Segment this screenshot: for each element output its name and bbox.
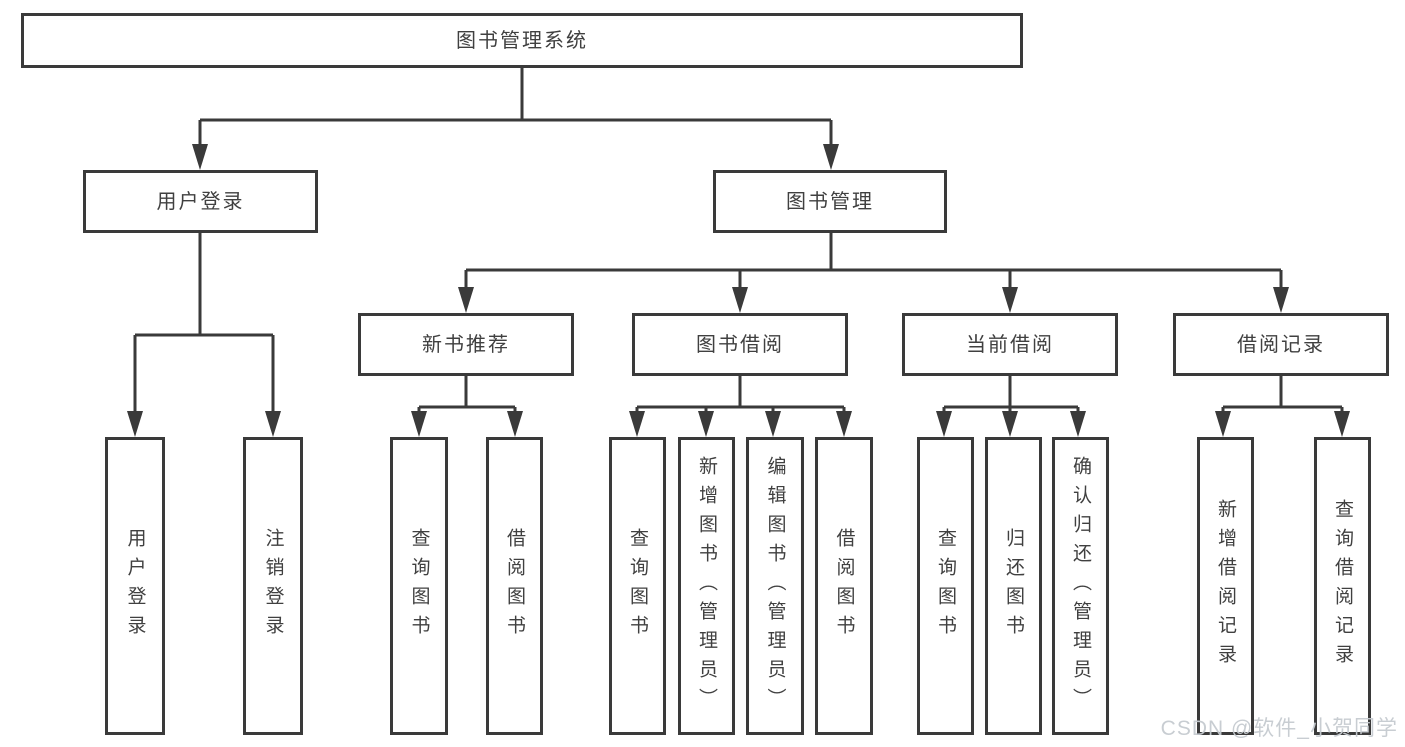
leaf-borrow-books-2: 借阅图书 [815,437,873,735]
leaf-add-borrow-record-label: 新增借阅记录 [1215,499,1236,673]
arrowhead [765,411,781,437]
node-current-borrow: 当前借阅 [902,313,1118,376]
arrowhead [1002,411,1018,437]
leaf-query-books-2-label: 查询图书 [627,528,648,644]
leaf-borrow-books-2-label: 借阅图书 [833,528,855,644]
arrowhead [127,411,143,437]
leaf-confirm-return-admin: 确认归还（管理员） [1052,437,1109,735]
node-current-borrow-label: 当前借阅 [966,333,1054,356]
leaf-query-borrow-record: 查询借阅记录 [1314,437,1371,735]
node-book-borrow-label: 图书借阅 [696,333,784,356]
arrowhead [836,411,852,437]
arrowhead [1070,411,1086,437]
leaf-user-login: 用户登录 [105,437,165,735]
leaf-query-borrow-record-label: 查询借阅记录 [1332,499,1353,673]
leaf-edit-books-admin-label: 编辑图书（管理员） [764,455,786,717]
connector-records-to-leaves [1215,376,1350,437]
arrowhead [192,144,208,170]
leaf-logout: 注销登录 [243,437,303,735]
arrowhead [1273,287,1289,313]
node-new-book-recommend: 新书推荐 [358,313,574,376]
watermark: CSDN @软件_小贺同学 [1160,717,1398,740]
connector-login-to-leaves [127,233,281,437]
node-user-login: 用户登录 [83,170,318,233]
arrowhead [1215,411,1231,437]
node-book-management: 图书管理 [713,170,947,233]
node-root: 图书管理系统 [21,13,1023,68]
arrowhead [1334,411,1350,437]
leaf-user-login-label: 用户登录 [124,528,146,644]
node-borrow-records-label: 借阅记录 [1237,333,1325,356]
leaf-query-books-2: 查询图书 [609,437,666,735]
leaf-add-books-admin: 新增图书（管理员） [678,437,735,735]
arrowhead [507,411,523,437]
node-book-management-label: 图书管理 [786,190,874,213]
connector-current-to-leaves [936,376,1086,437]
leaf-edit-books-admin: 编辑图书（管理员） [746,437,804,735]
leaf-query-books-3: 查询图书 [917,437,974,735]
leaf-query-books-3-label: 查询图书 [935,528,956,644]
leaf-borrow-books-1-label: 借阅图书 [504,528,525,644]
node-user-login-label: 用户登录 [156,190,245,213]
leaf-add-books-admin-label: 新增图书（管理员） [696,455,717,717]
node-new-book-recommend-label: 新书推荐 [422,333,510,356]
leaf-query-books-1: 查询图书 [390,437,448,735]
leaf-borrow-books-1: 借阅图书 [486,437,543,735]
arrowhead [411,411,427,437]
connector-bookmgmt-to-level3 [458,233,1289,313]
connector-root-to-level2 [192,68,839,170]
leaf-return-books-label: 归还图书 [1003,528,1024,644]
leaf-confirm-return-admin-label: 确认归还（管理员） [1070,455,1091,717]
node-root-label: 图书管理系统 [456,29,588,52]
node-book-borrow: 图书借阅 [632,313,848,376]
connector-newbooks-to-leaves [411,376,523,437]
arrowhead [698,411,714,437]
leaf-return-books: 归还图书 [985,437,1042,735]
arrowhead [823,144,839,170]
arrowhead [629,411,645,437]
arrowhead [936,411,952,437]
arrowhead [1002,287,1018,313]
leaf-query-books-1-label: 查询图书 [408,528,430,644]
leaf-add-borrow-record: 新增借阅记录 [1197,437,1254,735]
arrowhead [458,287,474,313]
leaf-logout-label: 注销登录 [262,528,284,644]
arrowhead [265,411,281,437]
arrowhead [732,287,748,313]
node-borrow-records: 借阅记录 [1173,313,1389,376]
connector-borrow-to-leaves [629,376,852,437]
